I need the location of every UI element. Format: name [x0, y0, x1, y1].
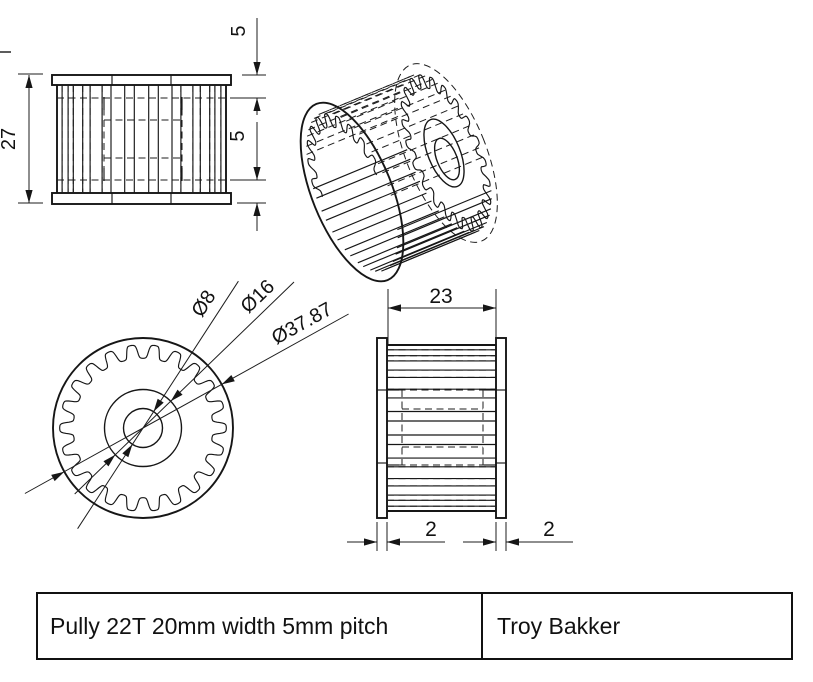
front-view: [51, 74, 232, 205]
isometric-view: [299, 63, 498, 283]
iso-hidden-ridge: [359, 94, 454, 135]
flange-circle: [52, 337, 234, 519]
dimension-arrowheads: [25, 62, 519, 546]
iso-hidden-ridge: [311, 83, 406, 123]
iso-tooth-ridge: [350, 216, 445, 257]
arrowhead: [253, 167, 261, 180]
side-view: [376, 337, 507, 519]
iso-tooth-ridge: [325, 180, 421, 221]
iso-tooth-ridge: [374, 231, 470, 272]
dim-text-left-flange: 2: [425, 518, 437, 541]
iso-near-flange-hidden: [394, 63, 498, 243]
author-text: Troy Bakker: [497, 612, 621, 639]
iso-hidden-ridge: [346, 81, 441, 122]
arrowhead: [253, 98, 261, 111]
iso-tooth-ridge: [397, 190, 492, 231]
title-block-author-cell: Troy Bakker: [483, 594, 791, 658]
iso-hidden-ridge: [306, 114, 401, 155]
iso-tooth-scallops: [306, 74, 492, 232]
iso-far-scallop-ring: [306, 113, 378, 198]
iso-teeth-ridges: [306, 73, 492, 272]
arrowhead: [103, 454, 116, 467]
iso-hidden-ridge: [353, 88, 448, 129]
iso-tooth-ridge: [337, 200, 432, 241]
iso-tooth-ridge: [312, 149, 408, 190]
title-block-part-name-cell: Pully 22T 20mm width 5mm pitch: [38, 594, 483, 658]
arrowhead: [221, 374, 235, 385]
iso-tooth-ridge: [396, 208, 492, 249]
iso-hidden-ridge: [366, 104, 461, 145]
side-left-flange: [376, 337, 388, 519]
dim-text-height: 27: [0, 128, 20, 150]
end-view-dimensions: Ø8 Ø16 Ø37.87: [24, 276, 349, 529]
front-bottom-flange: [51, 192, 232, 205]
arrowhead: [25, 190, 33, 203]
arrowhead: [25, 75, 33, 88]
iso-bore-ellipse: [433, 137, 461, 181]
iso-tooth-ridge: [332, 192, 427, 233]
arrowhead: [51, 471, 65, 482]
arrowhead: [253, 203, 261, 216]
diameter-leader-outer: [24, 313, 349, 494]
end-view: [52, 337, 234, 519]
dim-text-right-flange: 2: [543, 518, 555, 541]
arrowhead: [170, 389, 183, 402]
arrowhead: [253, 62, 261, 75]
iso-tooth-ridge: [316, 158, 411, 199]
side-right-flange: [495, 337, 507, 519]
iso-hidden-ridge: [322, 73, 417, 114]
iso-hidden-ridge: [340, 77, 435, 118]
front-teeth-lines: [61, 85, 222, 193]
title-block: Pully 22T 20mm width 5mm pitch Troy Bakk…: [36, 592, 793, 660]
front-view-dimensions: 27 5 5: [0, 18, 266, 231]
arrowhead: [483, 538, 496, 546]
iso-tooth-ridge: [370, 230, 465, 271]
iso-hidden-ridge: [387, 146, 482, 187]
arrowhead: [388, 304, 401, 312]
dim-text-flange-top: 5: [228, 25, 250, 36]
iso-far-flange: [299, 101, 405, 283]
iso-tooth-ridge: [381, 231, 476, 272]
arrowhead: [483, 304, 496, 312]
iso-near-scallop-ring: [400, 74, 492, 232]
dim-text-flange-bottom: 5: [227, 130, 249, 141]
tooth-profile-ring: [59, 344, 227, 512]
iso-tooth-ridge: [395, 214, 490, 255]
part-name-text: Pully 22T 20mm width 5mm pitch: [50, 612, 389, 639]
iso-hidden-ridge: [333, 74, 428, 115]
iso-hidden-ridge: [328, 73, 423, 114]
iso-hidden-ridge: [308, 90, 403, 131]
iso-hidden-ridge: [382, 133, 477, 174]
iso-tooth-ridge: [321, 171, 416, 212]
iso-tooth-ridge: [362, 227, 458, 268]
dim-text-width: 23: [429, 285, 452, 308]
hub-circle: [103, 388, 183, 468]
front-top-flange: [51, 74, 232, 86]
arrowhead: [122, 444, 133, 458]
iso-hub-bore-ellipse: [423, 118, 465, 188]
iso-tooth-ridge: [392, 221, 488, 263]
arrowhead: [506, 538, 519, 546]
side-teeth-lines: [387, 349, 496, 507]
arrowhead: [153, 398, 164, 412]
dim-text-outer: Ø37.87: [268, 298, 336, 349]
dim-text-hub: Ø16: [237, 276, 279, 318]
iso-tooth-ridge: [397, 198, 492, 239]
arrowhead: [364, 538, 377, 546]
iso-hidden-ridge: [371, 112, 466, 153]
bore-circle: [122, 407, 164, 449]
iso-tooth-ridge: [344, 210, 440, 251]
iso-tooth-ridge: [357, 223, 453, 264]
iso-hidden-ridge: [306, 96, 402, 137]
arrowhead: [387, 538, 400, 546]
iso-hidden-ridge: [306, 106, 401, 147]
